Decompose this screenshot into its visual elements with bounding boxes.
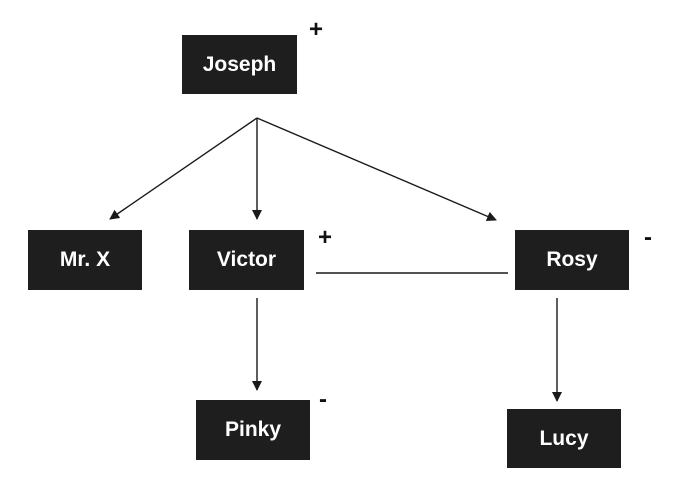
node-joseph-label: Joseph bbox=[202, 52, 277, 76]
node-joseph-sign: + bbox=[309, 16, 324, 43]
node-rosy: Rosy bbox=[515, 230, 629, 290]
node-rosy-sign: - bbox=[644, 224, 652, 251]
node-rosy-label: Rosy bbox=[546, 248, 598, 271]
node-lucy-label: Lucy bbox=[539, 426, 589, 450]
node-victor-sign: + bbox=[318, 224, 333, 251]
node-mrx-label: Mr. X bbox=[59, 248, 111, 271]
edge-joseph-to-rosy bbox=[256, 117, 497, 222]
edge-joseph-to-mrx bbox=[109, 117, 258, 220]
node-mrx: Mr. X bbox=[28, 230, 142, 290]
node-lucy: Lucy bbox=[507, 409, 621, 468]
node-victor: Victor bbox=[189, 230, 304, 290]
node-pinky: Pinky bbox=[196, 400, 310, 460]
node-victor-label: Victor bbox=[216, 248, 277, 271]
node-pinky-label: Pinky bbox=[224, 418, 282, 441]
node-joseph: Joseph bbox=[182, 35, 297, 94]
node-pinky-sign: - bbox=[319, 386, 327, 413]
